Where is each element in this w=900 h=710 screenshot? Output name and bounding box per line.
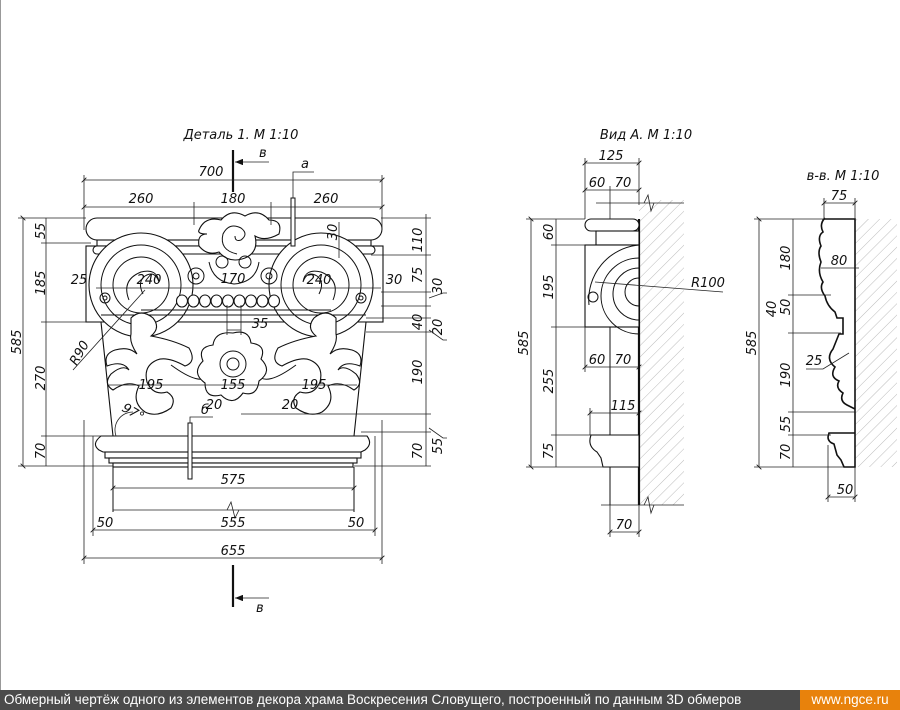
drawing-canvas: Деталь 1. М 1:10 в а б в 700 260 180 260 55 1… [10, 128, 897, 616]
dimension-label: 50 [837, 483, 854, 498]
section-label-v-top: в [259, 146, 267, 161]
dimension-label: 115 [611, 399, 636, 414]
bead [221, 294, 235, 308]
dimension-label: 35 [252, 317, 269, 332]
dimension-label: 125 [599, 149, 624, 164]
bead [244, 294, 258, 308]
dimension-label: 25 [71, 273, 88, 288]
dimension-label: 20 [431, 319, 446, 336]
dimension-label: 575 [221, 473, 246, 488]
dimension-label: 195 [139, 378, 164, 393]
section-mark-v-top [231, 150, 269, 192]
dimension-label: 50 [779, 299, 794, 316]
dimension-label: 260 [129, 192, 154, 207]
measured-drawing: Деталь 1. М 1:10 в а б в 700 260 180 260 55 1… [0, 0, 897, 690]
bead [198, 294, 212, 308]
detail-dimension-labels: 700 260 180 260 55 185 270 70 585 110 75 40 190 70 30 2… [10, 165, 446, 559]
dimension-label: 80 [831, 254, 848, 269]
central-flower [196, 331, 268, 402]
dimension-label: 75 [542, 443, 557, 460]
dimension-label: 70 [779, 444, 794, 461]
dimension-label: 240 [137, 273, 162, 288]
dimension-label: 55 [34, 223, 49, 240]
dimension-label: 30 [326, 224, 341, 241]
base-torus [94, 435, 371, 453]
dimension-label: 50 [97, 516, 114, 531]
dimension-label: 155 [221, 378, 246, 393]
dimension-label: 190 [779, 363, 794, 388]
dimension-label: 20 [206, 398, 223, 413]
bead [210, 294, 223, 308]
dimension-label: 55 [431, 438, 446, 455]
section-mark-v-bottom [231, 565, 269, 607]
section-label-v-bottom: в [256, 601, 264, 616]
dimension-label: 170 [221, 272, 246, 287]
wall-hatch [639, 200, 684, 505]
dimension-label: 195 [542, 275, 557, 300]
dimension-label: 70 [411, 443, 426, 460]
section-profile [818, 217, 856, 468]
detail-title: Деталь 1. М 1:10 [183, 128, 299, 143]
bead [187, 294, 200, 308]
dimension-label: 195 [302, 378, 327, 393]
caption-text: Обмерный чертёж одного из элементов деко… [4, 692, 742, 707]
bead [233, 294, 246, 308]
dimension-label: 70 [616, 518, 633, 533]
dimension-label: 185 [34, 271, 49, 296]
view-a-title: Вид А. М 1:10 [600, 128, 692, 143]
dimension-label: 585 [745, 331, 760, 356]
dimension-label: 240 [307, 273, 332, 288]
section-mark-b [187, 416, 213, 480]
dimension-label: 700 [199, 165, 224, 180]
dimension-label: 70 [615, 353, 632, 368]
dimension-label: 20 [282, 398, 299, 413]
dimension-label: 30 [431, 278, 446, 295]
dimension-label: 190 [411, 360, 426, 385]
dimension-label: 70 [615, 176, 632, 191]
bead [175, 294, 189, 308]
dimension-label: 25 [806, 354, 823, 369]
dimension-label: 555 [221, 516, 246, 531]
dimension-label: 110 [411, 228, 426, 253]
section-title: в-в. М 1:10 [807, 169, 880, 184]
dimension-label: 255 [542, 369, 557, 394]
dimension-label: 585 [10, 330, 25, 355]
dimension-label: 50 [348, 516, 365, 531]
dimension-label: 180 [221, 192, 246, 207]
right-volute [268, 232, 374, 338]
bead-row [175, 294, 281, 308]
dimension-label: 75 [411, 267, 426, 284]
dimension-label: 70 [34, 443, 49, 460]
dimension-label: 60 [589, 353, 606, 368]
detail-dimension-lines [18, 175, 447, 564]
dimension-label: 655 [221, 544, 246, 559]
bead [256, 294, 269, 308]
dimension-label: 75 [831, 189, 848, 204]
dimension-label: 180 [779, 246, 794, 271]
dimension-label: 40 [411, 314, 426, 331]
dimension-label: 55 [779, 416, 794, 433]
dimension-label: 260 [314, 192, 339, 207]
site-link[interactable]: www.ngce.ru [800, 690, 900, 710]
caption-bar: Обмерный чертёж одного из элементов деко… [0, 690, 900, 710]
dimension-label: R100 [691, 276, 725, 291]
dimension-label: 60 [589, 176, 606, 191]
dimension-label: R90 [67, 338, 93, 368]
dimension-label: 40 [765, 301, 780, 318]
dimension-label: 30 [386, 273, 403, 288]
section-label-b: б [201, 403, 209, 418]
top-rosette [187, 212, 281, 285]
detail-1-elevation: Деталь 1. М 1:10 в а б в 700 260 180 260 55 1… [10, 128, 447, 616]
section-label-a: а [301, 157, 309, 172]
bead [267, 294, 281, 308]
dimension-label: 270 [34, 366, 49, 391]
dimension-label: 60 [542, 224, 557, 241]
dimension-label: 585 [517, 331, 532, 356]
section-mark-a [290, 171, 314, 247]
view-a-dimension-labels: 125 60 70 60 195 255 75 585 R100 60 70 115 70 [517, 149, 725, 533]
view-a: Вид А. М 1:10 125 60 70 60 195 255 75 585 R100 60… [517, 128, 725, 537]
